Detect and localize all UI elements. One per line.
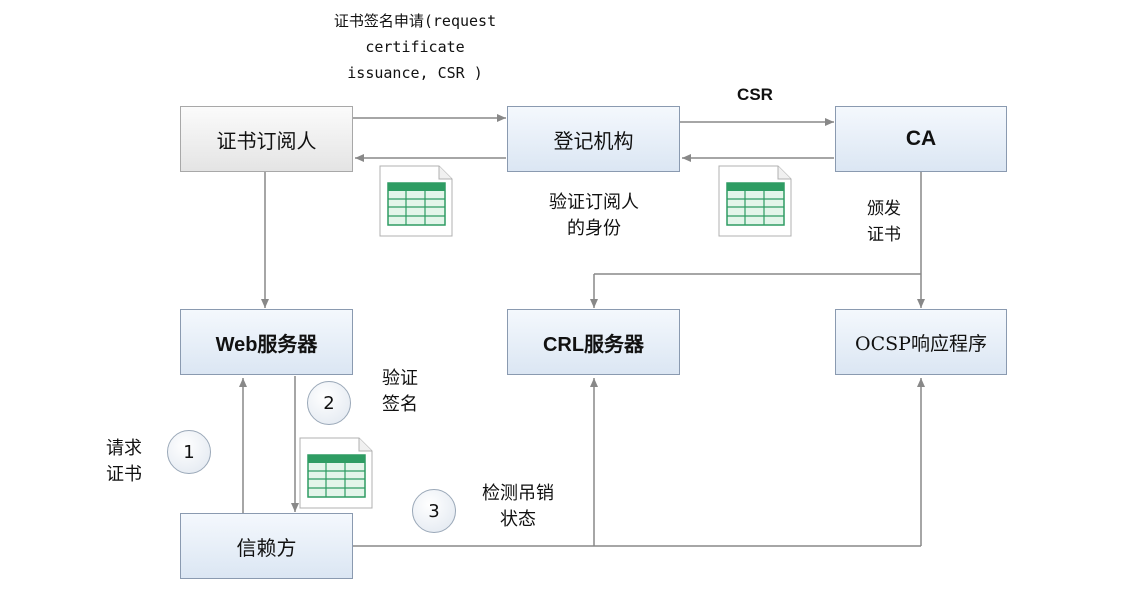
label-request-cert: 请求 证书 <box>96 436 152 488</box>
label-check-revoke: 检测吊销 状态 <box>468 481 568 533</box>
label-check-revoke-line1: 检测吊销 <box>482 483 554 504</box>
label-verify-sig-line1: 验证 <box>382 368 418 389</box>
node-crl-server-label: CRL服务器 <box>542 333 645 356</box>
label-check-revoke-line2: 状态 <box>500 509 536 530</box>
step-1-number: 1 <box>183 441 195 463</box>
step-2-circle: 2 <box>307 381 351 425</box>
label-issue-cert-line2: 证书 <box>867 225 901 245</box>
step-3-circle: 3 <box>412 489 456 533</box>
node-relying-party-label: 信赖方 <box>236 535 297 560</box>
node-web-server: Web服务器 <box>180 309 353 375</box>
node-web-server-label: Web服务器 <box>215 333 318 356</box>
node-subscriber: 证书订阅人 <box>180 106 353 172</box>
label-request-cert-line2: 证书 <box>106 464 142 485</box>
label-request-cert-line1: 请求 <box>106 438 142 459</box>
node-ra: 登记机构 <box>507 106 680 172</box>
label-csr-text: CSR <box>737 85 773 104</box>
label-verify-identity-line2: 的身份 <box>567 218 621 239</box>
certificate-doc-icon <box>379 165 453 237</box>
label-issue-cert: 颁发 证书 <box>858 196 910 248</box>
label-verify-identity-line1: 验证订阅人 <box>549 192 639 213</box>
label-csr-request-line2: certificate <box>365 38 465 56</box>
label-csr: CSR <box>715 82 795 108</box>
label-csr-request-line1: 证书签名申请(request <box>333 12 497 30</box>
label-csr-request-line3: issuance, CSR ) <box>347 64 483 82</box>
label-verify-sig-line2: 签名 <box>382 394 418 415</box>
node-crl-server: CRL服务器 <box>507 309 680 375</box>
node-ocsp-label: OCSP响应程序 <box>855 332 987 355</box>
node-ocsp: OCSP响应程序 <box>835 309 1007 375</box>
node-ra-label: 登记机构 <box>553 128 634 153</box>
certificate-doc-icon <box>299 437 373 509</box>
label-csr-request: 证书签名申请(request certificate issuance, CSR… <box>290 8 540 86</box>
node-subscriber-label: 证书订阅人 <box>216 128 317 153</box>
label-verify-identity: 验证订阅人 的身份 <box>530 190 658 242</box>
label-verify-sig: 验证 签名 <box>372 366 428 418</box>
label-issue-cert-line1: 颁发 <box>867 199 901 219</box>
node-relying-party: 信赖方 <box>180 513 353 579</box>
step-1-circle: 1 <box>167 430 211 474</box>
node-ca: CA <box>835 106 1007 172</box>
step-3-number: 3 <box>428 500 440 522</box>
step-2-number: 2 <box>323 392 335 414</box>
node-ca-label: CA <box>905 127 937 150</box>
certificate-doc-icon <box>718 165 792 237</box>
